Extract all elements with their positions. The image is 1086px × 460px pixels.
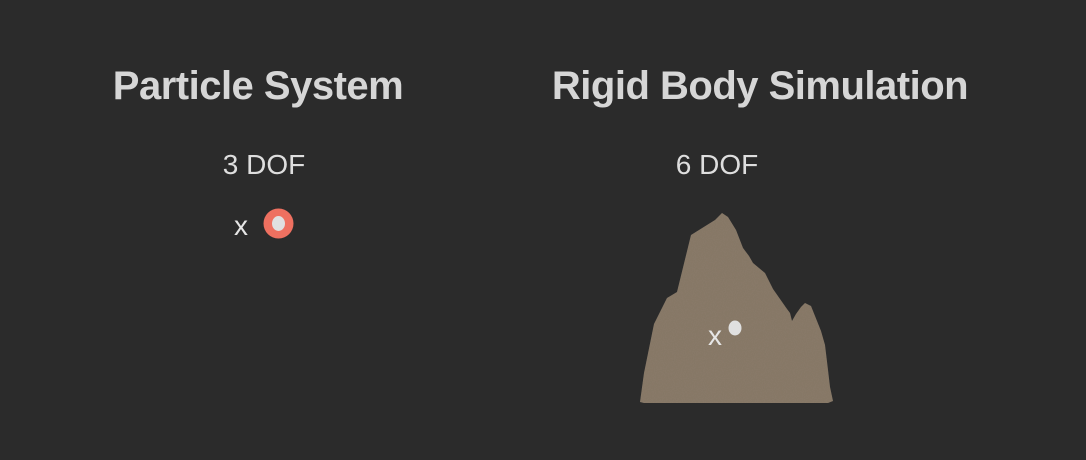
particle-system-title: Particle System xyxy=(112,64,404,108)
particle-icon xyxy=(263,208,294,239)
particle-dof-label: 3 DOF xyxy=(222,149,306,180)
rigid-body-dof-label: 6 DOF xyxy=(675,149,759,180)
rock-icon xyxy=(640,213,833,403)
rigid-body-title: Rigid Body Simulation xyxy=(551,64,969,108)
rigid-body-position-label: x xyxy=(708,320,722,351)
rock-shape xyxy=(640,213,833,403)
particle-position-label: x xyxy=(234,210,248,241)
center-of-mass-marker xyxy=(728,320,742,336)
center-of-mass-dot xyxy=(728,320,742,336)
particle-center-dot xyxy=(272,216,285,231)
